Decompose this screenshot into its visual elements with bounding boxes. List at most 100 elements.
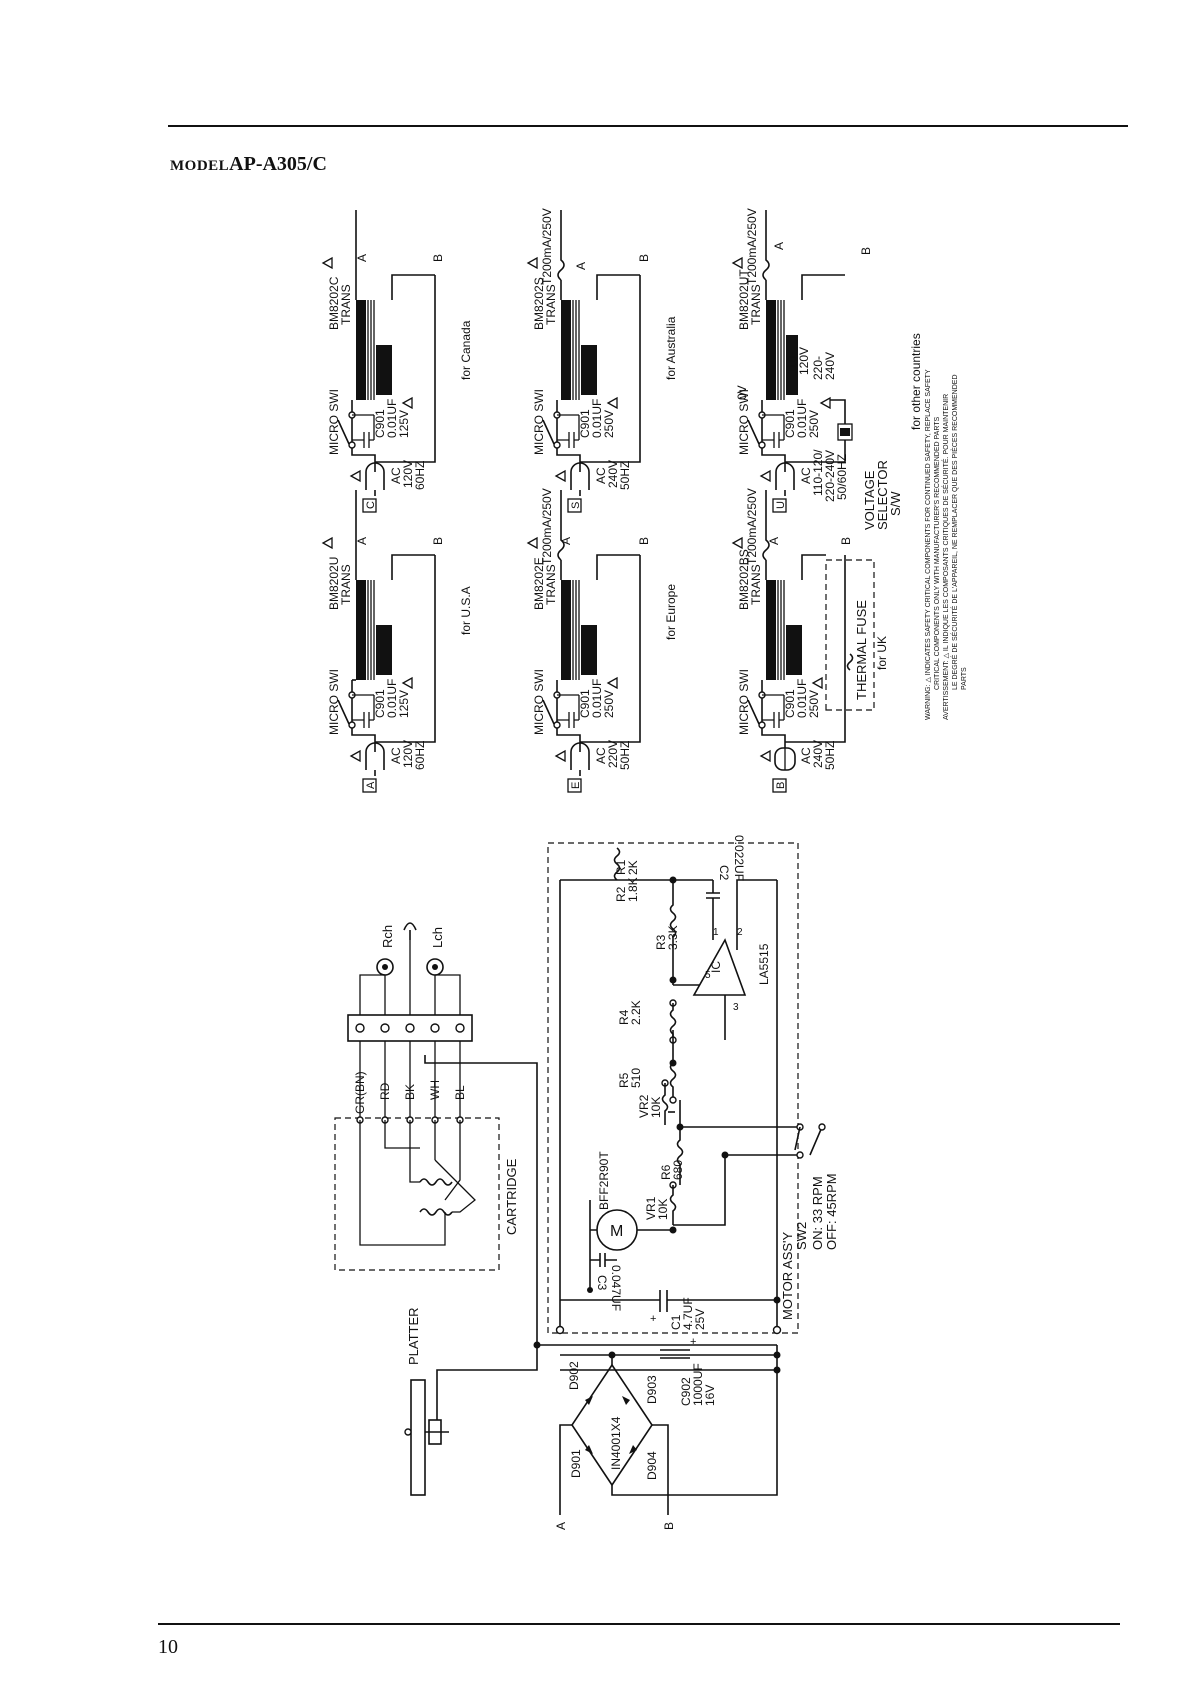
warning-en-2: CRITICAL COMPONENTS ONLY WITH MANUFACTUR… xyxy=(934,416,941,690)
c902-line-3: 16V xyxy=(703,1385,717,1406)
ac-line-2: 240V xyxy=(606,460,620,488)
c902-line-2: 1000UF xyxy=(691,1363,705,1406)
diode-d903: D903 xyxy=(645,1375,659,1404)
ac-line-2: 240V xyxy=(811,740,825,768)
transformer-label: TRANS xyxy=(544,564,558,605)
cap-line-2: 0.01UF xyxy=(795,679,809,718)
terminal-b: B xyxy=(662,1522,676,1530)
ac-line-3: 50HZ xyxy=(823,741,837,770)
region-label: for UK xyxy=(875,636,889,670)
motor-assy-box xyxy=(547,842,799,1334)
fuse-label: T200mA/250V xyxy=(745,488,759,565)
safety-triangle-icon xyxy=(819,396,831,410)
terminal-markers: A B A B A B A B A B A B xyxy=(355,242,873,545)
region-label: for U.S.A xyxy=(459,586,473,635)
fuse-label: T200mA/250V xyxy=(745,208,759,285)
c1-capacitor-icon xyxy=(560,1290,668,1312)
vr2-potentiometer-icon xyxy=(661,1083,669,1125)
cap-line-2: 0.01UF xyxy=(385,679,399,718)
fuse-label: T200mA/250V xyxy=(540,488,554,565)
c1-line-3: 25V xyxy=(693,1309,707,1330)
cap-line-1: C901 xyxy=(783,409,797,438)
ic-pin-2: 2 xyxy=(737,927,743,938)
cap-line-3: 250V xyxy=(807,690,821,718)
micro-switch-icon xyxy=(542,419,555,445)
ground-lug-icon xyxy=(403,922,417,940)
c901-capacitor-icon xyxy=(557,414,580,448)
power-supply-europe: E AC 220V 50HZ MICRO SWI C901 0.01UF 250… xyxy=(526,488,678,793)
cap-line-3: 250V xyxy=(602,410,616,438)
wire-rd: RD xyxy=(378,1082,392,1100)
transformer-part: BM8202C xyxy=(327,276,341,330)
region-label: for Australia xyxy=(664,316,678,380)
ac-line-1: AC xyxy=(799,467,813,484)
cap-line-2: 0.01UF xyxy=(795,399,809,438)
platter-body xyxy=(410,1379,426,1496)
safety-triangle-icon xyxy=(731,256,743,270)
terminal-b: B xyxy=(431,537,445,545)
wire-bl: BL xyxy=(453,1085,467,1100)
fuse-label: T200mA/250V xyxy=(540,208,554,285)
micro-switch-icon xyxy=(337,419,350,445)
vr2-label: VR2 xyxy=(637,1094,651,1118)
safety-triangle-icon xyxy=(759,749,771,763)
tap-220-line-1: 220- xyxy=(811,356,825,380)
thermal-fuse-label: THERMAL FUSE xyxy=(854,600,869,700)
c1-line-1: C1 xyxy=(669,1314,683,1330)
motor-assembly: MOTOR ASS'Y R2 1.8K R1 2K C2 0.022UF IC … xyxy=(547,835,826,1335)
diode-icon xyxy=(585,1445,593,1454)
model-prefix: MODEL xyxy=(170,158,230,174)
transformer-core xyxy=(356,580,366,640)
transformer-label: TRANS xyxy=(339,564,353,605)
terminal-a: A xyxy=(772,242,786,250)
c901-capacitor-icon xyxy=(762,414,785,448)
power-supply-other: U AC 110-120/ 220-240V 50/60HZ VOLTAGE S… xyxy=(731,208,923,530)
cap-line-3: 125V xyxy=(397,690,411,718)
selector-line-3: S/W xyxy=(888,491,903,516)
plug-letter-box xyxy=(362,498,377,513)
transformer-label: TRANS xyxy=(749,284,763,325)
wire xyxy=(375,555,436,743)
safety-triangle-icon xyxy=(554,469,566,483)
c2-capacitor-icon xyxy=(706,880,720,915)
resistor-r5-icon xyxy=(669,1030,677,1100)
rectifier-part: IN4001X4 xyxy=(609,1416,623,1470)
transformer-part: BM8202S xyxy=(532,277,546,330)
diode-d901: D901 xyxy=(569,1449,583,1478)
micro-switch-icon xyxy=(747,699,760,725)
transformer-part: BM8202UT xyxy=(737,269,751,330)
wire-wh: WH xyxy=(428,1080,442,1100)
ac-line-3: 60HZ xyxy=(413,741,427,770)
warning-fr-1: AVERTISSEMENT: △ IL INDIQUE LES COMPOSAN… xyxy=(941,394,950,720)
r6-label: R6 xyxy=(659,1164,673,1180)
c902-line-1: C902 xyxy=(679,1377,693,1406)
safety-triangle-icon xyxy=(401,676,413,690)
transformer-part: BM8202BS xyxy=(737,549,751,610)
resistor-r1-icon xyxy=(613,847,621,881)
rectifier-bridge: D902 D903 D901 D904 IN4001X4 A B + C902 … xyxy=(554,1336,778,1530)
footer-rule xyxy=(158,1623,1120,1625)
resistor-r6-icon xyxy=(676,1127,684,1185)
plug-letter: B xyxy=(775,782,787,789)
power-supply-usa: A AC 120V 60HZ MICRO SWI C901 0.01UF 125… xyxy=(321,490,473,793)
ac-line-2: 110-120/ xyxy=(811,449,825,496)
tap-110-line-2: 120V xyxy=(797,347,811,375)
vr1-label: VR1 xyxy=(644,1196,658,1220)
ac-line-1: AC xyxy=(389,747,403,764)
cartridge-box xyxy=(334,1117,500,1271)
cap-line-1: C901 xyxy=(578,689,592,718)
header-rule xyxy=(168,125,1128,127)
ic-la5515-icon xyxy=(692,938,747,996)
c901-capacitor-icon xyxy=(352,414,375,448)
transformer-label: TRANS xyxy=(544,284,558,325)
terminal-a: A xyxy=(554,1522,568,1530)
motor-part: BFF2R90T xyxy=(597,1151,611,1210)
safety-warning: WARNING: △ INDICATES SAFETY CRITICAL COM… xyxy=(925,369,968,720)
cartridge-coil-icon xyxy=(419,1178,453,1186)
safety-triangle-icon xyxy=(349,469,361,483)
ac-line-3: 50HZ xyxy=(618,741,632,770)
cap-line-1: C901 xyxy=(578,409,592,438)
terminal-a: A xyxy=(355,254,369,262)
ac-line-1: AC xyxy=(594,467,608,484)
cap-line-2: 0.01UF xyxy=(590,679,604,718)
